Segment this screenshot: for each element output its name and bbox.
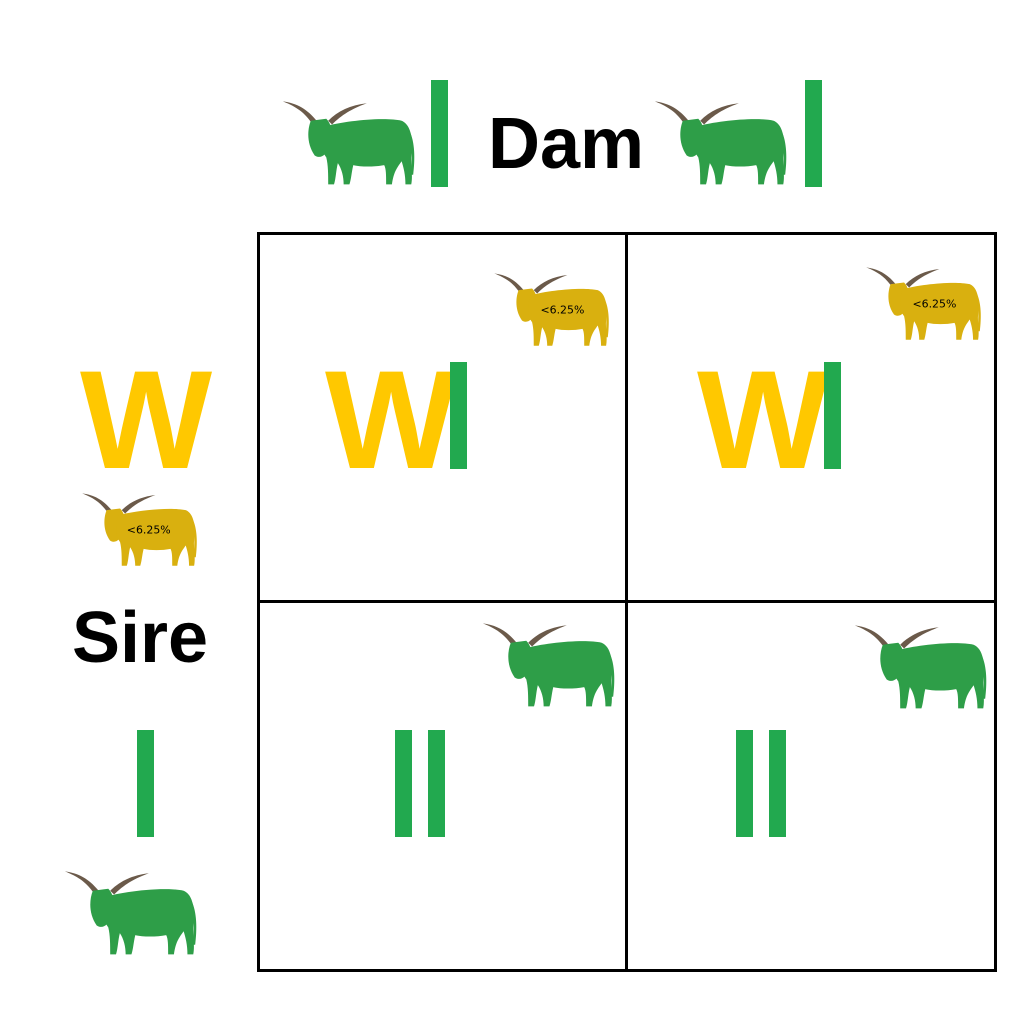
cell-2-allele-bar-i [824, 362, 841, 469]
cell-1-allele-bar-i [450, 362, 467, 469]
cell-3-green-cow-icon [482, 623, 615, 707]
sire-cow-green-icon [64, 871, 197, 955]
dam-cow-right-icon: .cow-fill{fill:#2E9E48;} [654, 101, 787, 185]
cell-3-allele-bar-i-2 [428, 730, 445, 837]
cell-1-badge: <6.25% [540, 304, 584, 317]
cell-4-allele-bar-i-1 [736, 730, 753, 837]
dam-allele-bar-right [805, 80, 822, 187]
cell-4-green-cow-icon [854, 625, 987, 709]
sire-allele-w: W [80, 341, 213, 498]
cell-2-yellow-cow-icon: <6.25% [866, 267, 981, 340]
cell-4-allele-bar-i-2 [769, 730, 786, 837]
dam-allele-bar-left [431, 80, 448, 187]
sire-allele-bar-i [137, 730, 154, 837]
sire-cow-badge: <6.25% [127, 524, 171, 537]
cell-1-allele-w: W [325, 341, 458, 498]
sire-label: Sire [72, 598, 209, 678]
cell-1-yellow-cow-icon: <6.25% [494, 273, 609, 346]
cell-2-badge: <6.25% [912, 298, 956, 311]
cell-3-allele-bar-i-1 [395, 730, 412, 837]
dam-label: Dam [488, 104, 645, 184]
cell-2-allele-w: W [697, 341, 830, 498]
dam-cow-left-icon: .cow-fill{fill:#2E9E48;} [282, 101, 415, 185]
grid-divider-horizontal [257, 600, 997, 603]
sire-cow-yellow-icon: <6.25% [82, 493, 197, 566]
